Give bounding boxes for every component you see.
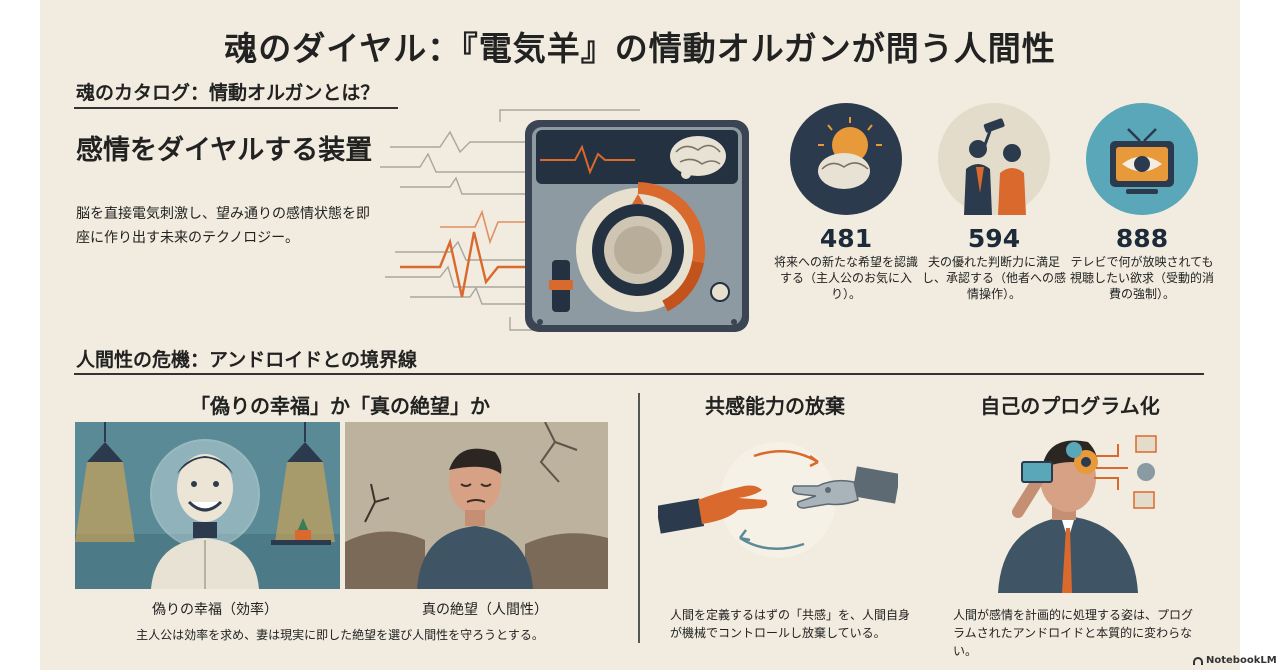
left-margin — [0, 0, 40, 670]
section1-subheading: 感情をダイヤルする装置 — [76, 135, 373, 166]
stat-number-481: 481 — [819, 224, 873, 253]
human-robot-hands-illustration — [658, 442, 898, 558]
brand-label: NotebookLM — [1206, 655, 1277, 666]
true-despair-caption: 真の絶望（人間性） — [422, 602, 548, 618]
section2-heading: 人間性の危機：アンドロイドとの境界線 — [76, 349, 418, 371]
true-despair-illustration — [345, 422, 608, 589]
false-happiness-caption: 偽りの幸福（効率） — [152, 602, 278, 618]
self-programming-illustration — [998, 435, 1157, 593]
circuit-lines — [380, 109, 640, 331]
column3-note: 人間が感情を計画的に処理する姿は、プログラムされたアンドロイドと本質的に変わらな… — [953, 608, 1194, 658]
section2-divider — [74, 373, 1204, 375]
false-happiness-illustration — [75, 422, 340, 589]
page-title: 魂のダイヤル：『電気羊』の情動オルガンが問う人間性 — [224, 29, 1056, 68]
column1-note: 主人公は効率を求め、妻は現実に即した絶望を選び人間性を守ろうとする。 — [136, 628, 544, 642]
brain-sunrise-icon — [790, 103, 902, 215]
stat-description-594: 夫の優れた判断力に満足し、承認する（他者への感情操作）。 — [921, 255, 1066, 301]
column2-title: 共感能力の放棄 — [705, 394, 845, 418]
column3-title: 自己のプログラム化 — [980, 394, 1160, 418]
column1-title: 「偽りの幸福」か「真の絶望」か — [190, 394, 490, 418]
mood-organ-illustration — [380, 109, 749, 332]
stat-description-888: テレビで何が放映されても視聴したい欲求（受動的消費の強制）。 — [1069, 255, 1214, 301]
brain-icon — [670, 136, 726, 179]
signal-wave — [400, 231, 525, 298]
tv-eye-icon — [1086, 103, 1198, 215]
section1-description: 脳を直接電気刺激し、望み通りの感情状態を即座に作り出す未来のテクノロジー。 — [76, 206, 370, 246]
section1-heading: 魂のカタログ：情動オルガンとは？ — [76, 82, 380, 104]
column-divider — [638, 393, 640, 643]
stat-description-481: 将来への新たな希望を認識する（主人公のお気に入り）。 — [773, 255, 918, 301]
column2-note: 人間を定義するはずの「共感」を、人間自身が機械でコントロールし放棄している。 — [670, 608, 911, 640]
notebooklm-logo-icon — [1193, 656, 1203, 665]
right-margin — [1240, 0, 1280, 670]
infographic-page: 魂のダイヤル：『電気羊』の情動オルガンが問う人間性 魂のカタログ：情動オルガンと… — [40, 0, 1277, 670]
dial-knob — [576, 182, 706, 312]
signal-wave-2 — [440, 209, 525, 245]
gavel-couple-icon — [938, 103, 1050, 215]
notebooklm-brand: NotebookLM — [1193, 655, 1277, 666]
stat-number-594: 594 — [967, 224, 1021, 253]
small-knob — [710, 282, 730, 302]
stat-number-888: 888 — [1115, 224, 1169, 253]
section1-divider — [74, 107, 398, 109]
